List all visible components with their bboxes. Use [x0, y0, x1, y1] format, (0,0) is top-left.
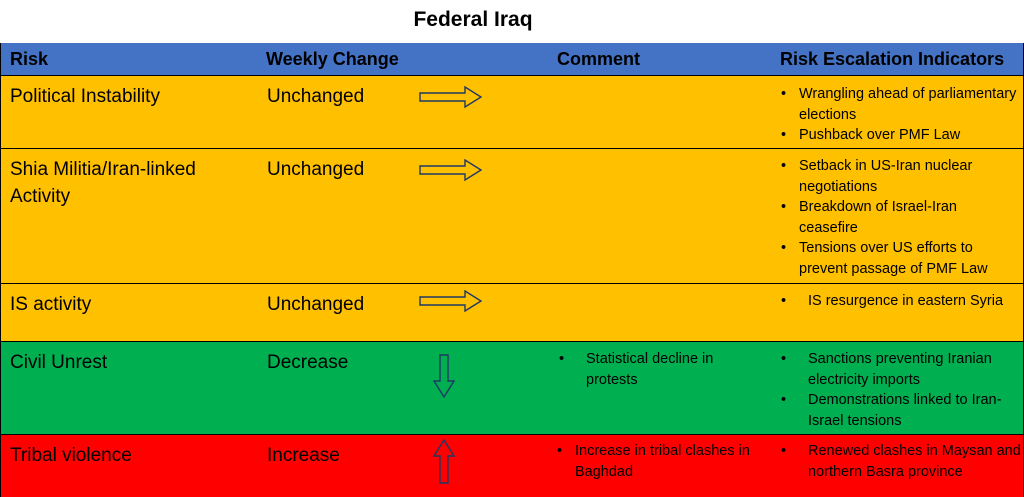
comment-item: Statistical decline in protests — [559, 349, 759, 390]
indicator-item: Tensions over US efforts to prevent pass… — [781, 238, 1001, 279]
comment-list: Statistical decline in protests — [559, 349, 759, 390]
up-arrow-icon — [433, 439, 455, 484]
weekly-change-value: Increase — [267, 445, 340, 466]
indicator-item: Wrangling ahead of parliamentary electio… — [781, 84, 1017, 125]
down-arrow-icon — [433, 354, 455, 398]
header-risk: Risk — [10, 49, 49, 69]
indicator-item: Sanctions preventing Iranian electricity… — [781, 349, 1021, 390]
indicator-item: Pushback over PMF Law — [781, 125, 1017, 146]
risk-table: Risk Weekly Change Comment Risk Escalati… — [0, 43, 1024, 497]
table-row: Civil Unrest Decrease Statistical declin… — [1, 342, 1023, 435]
risk-label: IS activity — [10, 294, 92, 315]
table-row: Shia Militia/Iran-linked Activity Unchan… — [1, 149, 1023, 284]
header-comment: Comment — [557, 49, 641, 69]
right-arrow-icon — [419, 86, 483, 108]
comment-list: Increase in tribal clashes in Baghdad — [557, 441, 762, 482]
weekly-change-value: Unchanged — [267, 86, 365, 107]
header-weekly-change: Weekly Change — [266, 49, 399, 69]
comment-item: Increase in tribal clashes in Baghdad — [557, 441, 762, 482]
indicator-item: Renewed clashes in Maysan and northern B… — [781, 441, 1021, 482]
right-arrow-icon — [419, 159, 483, 181]
risk-label: Civil Unrest — [10, 352, 108, 373]
risk-label: Political Instability — [10, 86, 160, 107]
indicator-item: Setback in US-Iran nuclear negotiations — [781, 156, 1001, 197]
header-indicators: Risk Escalation Indicators — [780, 49, 1005, 69]
table-row: Tribal violence Increase Increase in tri… — [1, 435, 1023, 497]
indicator-list: Wrangling ahead of parliamentary electio… — [781, 84, 1017, 146]
table-row: Political Instability Unchanged Wranglin… — [1, 76, 1023, 149]
indicator-item: IS resurgence in eastern Syria — [781, 291, 1021, 312]
page-title: Federal Iraq — [413, 8, 533, 31]
indicator-list: Renewed clashes in Maysan and northern B… — [781, 441, 1021, 482]
indicator-list: Setback in US-Iran nuclear negotiations … — [781, 156, 1001, 279]
weekly-change-value: Unchanged — [267, 294, 365, 315]
weekly-change-value: Unchanged — [267, 159, 365, 180]
indicator-item: Breakdown of Israel-Iran ceasefire — [781, 197, 1001, 238]
risk-label: Tribal violence — [10, 445, 132, 466]
table-header: Risk Weekly Change Comment Risk Escalati… — [1, 43, 1023, 76]
risk-label: Shia Militia/Iran-linked Activity — [10, 159, 196, 207]
table-row: IS activity Unchanged IS resurgence in e… — [1, 284, 1023, 342]
indicator-item: Demonstrations linked to Iran-Israel ten… — [781, 390, 1021, 431]
right-arrow-icon — [419, 290, 483, 312]
indicator-list: Sanctions preventing Iranian electricity… — [781, 349, 1021, 431]
weekly-change-value: Decrease — [267, 352, 349, 373]
indicator-list: IS resurgence in eastern Syria — [781, 291, 1021, 312]
